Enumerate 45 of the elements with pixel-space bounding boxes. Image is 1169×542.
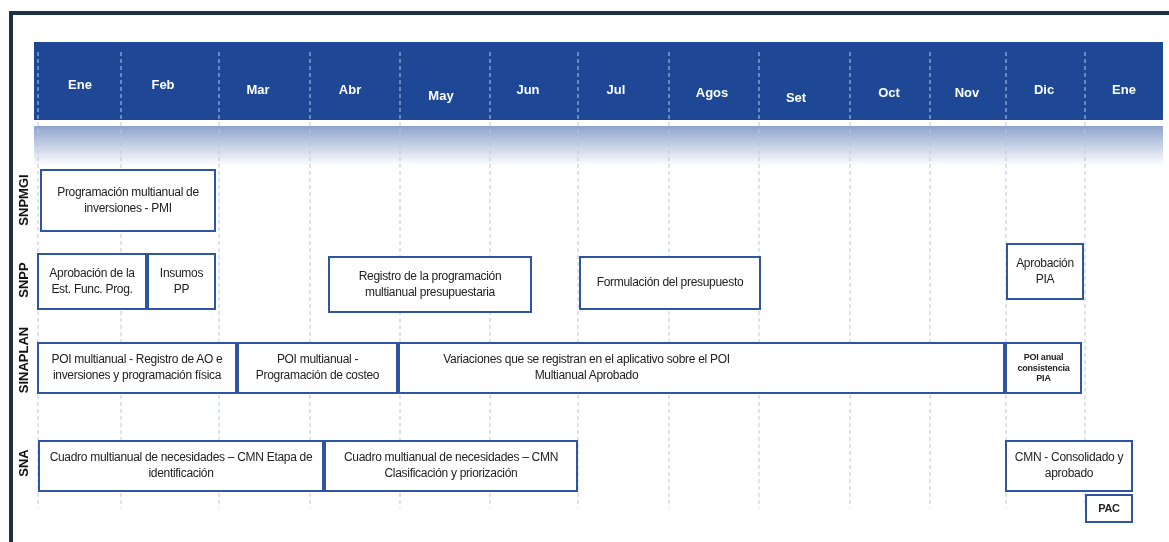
box-text: Programación multianual de inversiones - PMI: [56, 184, 200, 217]
process-box: [324, 440, 578, 492]
process-box: [579, 256, 761, 310]
box-text: Cuadro multianual de necesidades – CMN Clasificación y priorización: [342, 450, 560, 482]
month-label: Agos: [695, 85, 729, 100]
month-label: Nov: [954, 85, 980, 100]
process-box: [37, 342, 237, 394]
box-text: Cuadro multianual de necesidades – CMN Etapa de identificación: [48, 450, 314, 482]
box-text: CMN - Consolidado y aprobado: [1013, 450, 1125, 482]
month-label: Dic: [1033, 82, 1055, 97]
month-label: Jun: [516, 82, 540, 97]
process-box: [37, 253, 147, 310]
month-label: May: [428, 88, 454, 103]
row-label: SNA: [15, 449, 31, 477]
process-box: [328, 256, 532, 313]
box-text: POI multianual - Programación de costeo: [254, 352, 381, 384]
process-box: [1006, 243, 1084, 300]
box-text: Formulación del presupuesto: [596, 275, 744, 291]
process-box: [1005, 440, 1133, 492]
process-box: [398, 342, 1005, 394]
box-text: POI anual consistencia PIA: [1016, 351, 1071, 385]
month-label: Feb: [151, 77, 175, 92]
process-box: [40, 169, 216, 232]
process-box: [1085, 494, 1133, 523]
month-label: Abr: [338, 82, 362, 97]
process-box: [147, 253, 216, 310]
process-box: [1005, 342, 1082, 394]
box-text: Variaciones que se registran en el aplicativo sobre el POI Multianual Aprobado: [442, 352, 731, 384]
row-label: SNPP: [15, 262, 31, 298]
row-label: SINAPLAN: [15, 326, 31, 394]
month-label: Ene: [1112, 82, 1136, 97]
box-text: Insumos PP: [158, 265, 205, 298]
month-label: Set: [785, 90, 807, 105]
process-box: [38, 440, 324, 492]
box-text: Aprobación de la Est. Func. Prog.: [48, 265, 136, 298]
box-text: POI multianual - Registro de AO e inversiones y programación física: [50, 352, 224, 384]
month-label: Mar: [246, 82, 270, 97]
row-label: SNPMGI: [15, 174, 31, 226]
box-text: PAC: [1098, 501, 1120, 516]
process-box: [237, 342, 398, 394]
box-text: Aprobación PIA: [1015, 255, 1075, 288]
month-label: Oct: [878, 85, 900, 100]
month-label: Ene: [68, 77, 92, 92]
month-label: Jul: [606, 82, 626, 97]
box-text: Registro de la programación multianual presupuestaria: [357, 268, 503, 301]
